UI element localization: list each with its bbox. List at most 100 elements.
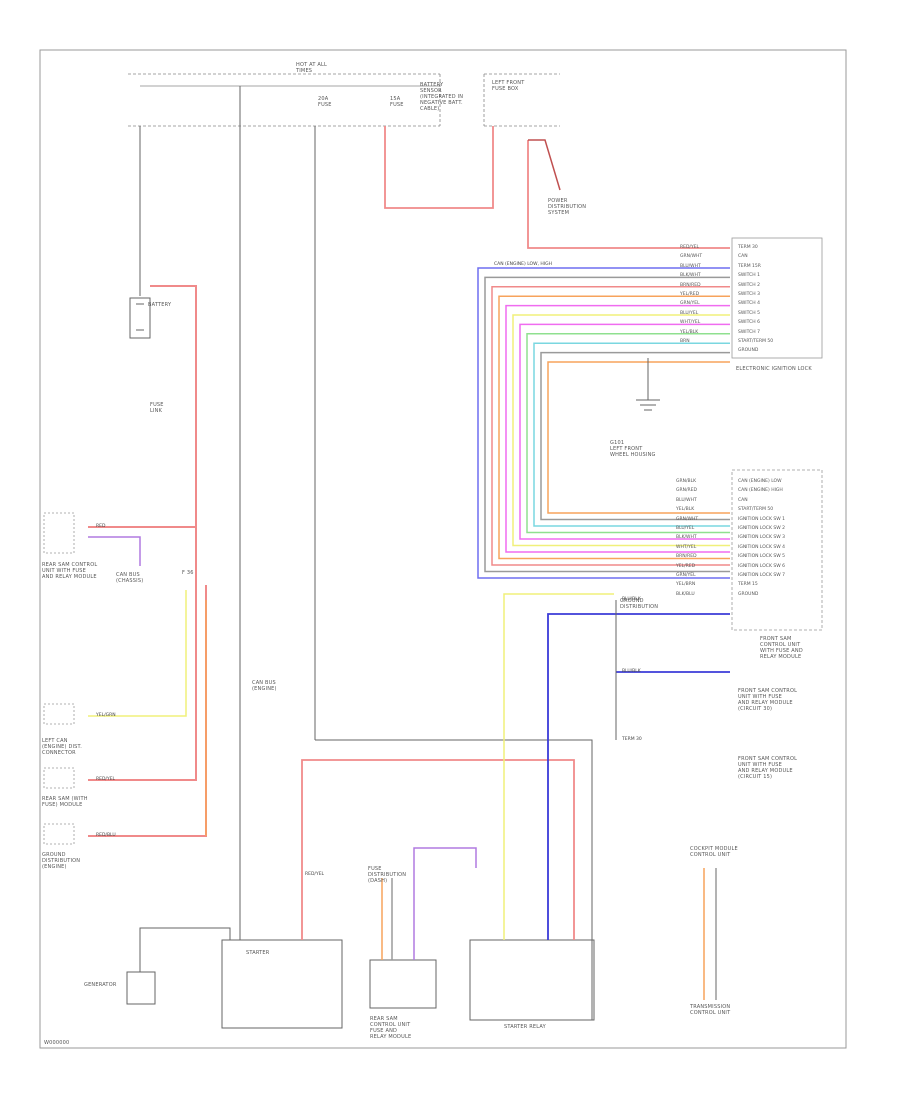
ecu-pin-4: START/TERM 50 (738, 507, 774, 513)
ecu-pin-8: IGNITION LOCK SW 4 (738, 544, 785, 550)
power-bus-top (128, 73, 560, 127)
left-front-fuse-label: LEFT FRONT FUSE BOX (492, 80, 525, 92)
harness-wire-1 (477, 267, 730, 579)
ground-g1-label: G101 LEFT FRONT WHEEL HOUSING (610, 440, 656, 458)
grounds-left-label: GROUND DISTRIBUTION (ENGINE) (42, 852, 81, 870)
yellow-wire-label-1: YEL/GRN (96, 713, 116, 718)
ignition-lock-wire-label-4: BLK/WHT (680, 273, 701, 279)
interior-can-left-label: REAR SAM (WITH FUSE) MODULE (42, 796, 88, 808)
blu-blk-wire-label-2: BLU/BLK (622, 669, 641, 674)
diagram-id-code: W000000 (44, 1040, 70, 1046)
yellow-wire-bottom (503, 593, 614, 940)
hot-at-all-times-label: HOT AT ALL TIMES (296, 62, 328, 74)
ground-dist-right-label: GROUND DISTRIBUTION (620, 598, 659, 610)
fuse-20a-label: 20A FUSE (318, 96, 332, 108)
ignition-lock-wire-label-9: WHT/YEL (680, 320, 701, 326)
yellow-wire-left (88, 590, 187, 717)
ignition-lock-pin-12: GROUND (738, 348, 759, 354)
harness-wire-10 (540, 351, 730, 521)
orange-wire-label-1: RED/BLU (96, 833, 116, 838)
ignition-lock-wire-label-1: RED/YEL (680, 245, 700, 250)
smart-box-a-label: FRONT SAM CONTROL UNIT WITH FUSE AND REL… (738, 688, 798, 712)
red-wire-label-1: RED (96, 524, 106, 529)
battery-label: BATTERY (148, 302, 172, 308)
ignition-feed-wire (384, 126, 730, 249)
ecu-connector (731, 469, 823, 631)
ecu-wire-label-5: GRN/WHT (676, 516, 699, 522)
ignition-lock-wire-label-5: BRN/RED (680, 282, 701, 288)
ignition-lock-pin-11: START/TERM 50 (738, 339, 774, 345)
ecu-wire-label-2: GRN/RED (676, 488, 697, 494)
engine-can-left-label: LEFT CAN (ENGINE) DIST. CONNECTOR (42, 738, 82, 756)
ecu-wire-label-12: YEL/BRN (676, 582, 696, 588)
harness-bundle (477, 267, 730, 579)
harness-wire-5 (505, 304, 730, 553)
ecu-pin-9: IGNITION LOCK SW 5 (738, 554, 785, 560)
ignition-lock-wire-label-3: BLU/WHT (680, 263, 701, 269)
starter-feed-wire (301, 759, 575, 940)
can-bus-label: CAN BUS (ENGINE) (252, 680, 277, 692)
ground-symbol-mid (636, 358, 660, 411)
ignition-lock-pin-list: TERM 30 CAN TERM 15R SWITCH 1 SWITCH 2 SWITCH… (738, 243, 773, 356)
ignition-lock-pin-3: TERM 15R (738, 263, 761, 269)
ecu-wire-label-4: YEL/BLK (676, 507, 695, 513)
ignition-lock-pin-2: CAN (738, 254, 748, 260)
harness-wire-9 (533, 342, 730, 527)
diagram-frame (39, 49, 847, 1049)
ignition-lock-wire-label-7: GRN/YEL (680, 301, 700, 307)
ecu-pin-10: IGNITION LOCK SW 6 (738, 563, 785, 569)
bottom-components (126, 939, 595, 1029)
ignition-lock-wire-label-6: YEL/RED (680, 292, 700, 298)
ignition-lock-wire-label-10: YEL/BLK (680, 329, 699, 335)
term30-label: TERM 30 (622, 737, 642, 742)
left-connectors (43, 512, 75, 845)
can-chassis-label: CAN BUS (CHASSIS) (116, 572, 144, 584)
ecu-wire-label-7: BLK/WHT (676, 535, 697, 541)
battery-positive-wire (88, 285, 207, 837)
ecu-pin-6: IGNITION LOCK SW 2 (738, 526, 785, 532)
battery-sensor-label: BATTERY SENSOR (INTEGRATED IN NEGATIVE B… (420, 82, 464, 112)
fuse-id-label: F 36 (182, 570, 194, 576)
ignition-lock-wire-label-8: BLU/YEL (680, 310, 699, 316)
ecu-pin-2: CAN (ENGINE) HIGH (738, 488, 783, 494)
red-wire-label-2: RED/YEL (96, 777, 116, 782)
ignition-lock-pin-5: SWITCH 2 (738, 282, 760, 288)
ignition-lock-connector (731, 237, 823, 359)
harness-wire-4 (498, 295, 730, 560)
ecu-pin-11: IGNITION LOCK SW 7 (738, 573, 785, 579)
harness-wire-8 (526, 333, 730, 534)
fuse-dist-right-label: FUSE DISTRIBUTION (DASH) (368, 866, 407, 884)
ecu-pin-5: IGNITION LOCK SW 1 (738, 516, 785, 522)
ecu-pin-13: GROUND (738, 591, 759, 597)
power-distribution-label: POWER DISTRIBUTION SYSTEM (548, 198, 587, 216)
harness-wire-7 (519, 323, 730, 540)
harness-wire-11 (547, 361, 730, 514)
violet-wire-bottom (413, 847, 477, 960)
ignition-lock-pin-6: SWITCH 3 (738, 292, 760, 298)
battery-symbol (129, 297, 151, 339)
battery-cable (139, 86, 593, 1020)
fusible-link-label: FUSE LINK (150, 402, 164, 414)
ecu-pin-3: CAN (738, 497, 748, 503)
interior-can-right-label: COCKPIT MODULE CONTROL UNIT (690, 846, 738, 858)
starter-relay-module-label: FRONT SAM CONTROL UNIT WITH FUSE AND REL… (760, 636, 803, 660)
violet-wire-left (88, 536, 141, 566)
generator-label: GENERATOR (84, 982, 117, 988)
starter-relay-label: STARTER RELAY (504, 1024, 546, 1030)
rear-module-label: REAR SAM CONTROL UNIT WITH FUSE AND RELA… (42, 562, 98, 580)
ignition-lock-pin-7: SWITCH 4 (738, 301, 760, 307)
ignition-lock-wire-label-11: BRN (680, 339, 690, 345)
ecu-wire-label-3: BLU/WHT (676, 497, 697, 503)
generator-wire (139, 927, 231, 972)
ecu-wire-label-6: BLU/YEL (676, 526, 695, 532)
smart-box-b-label: FRONT SAM CONTROL UNIT WITH FUSE AND REL… (738, 756, 798, 780)
navy-wire-bottom (547, 613, 730, 940)
ignition-lock-pin-1: TERM 30 (738, 245, 758, 250)
ecu-pin-7: IGNITION LOCK SW 3 (738, 535, 785, 541)
harness-wire-3 (491, 286, 730, 566)
ignition-lock-pin-4: SWITCH 1 (738, 273, 760, 279)
